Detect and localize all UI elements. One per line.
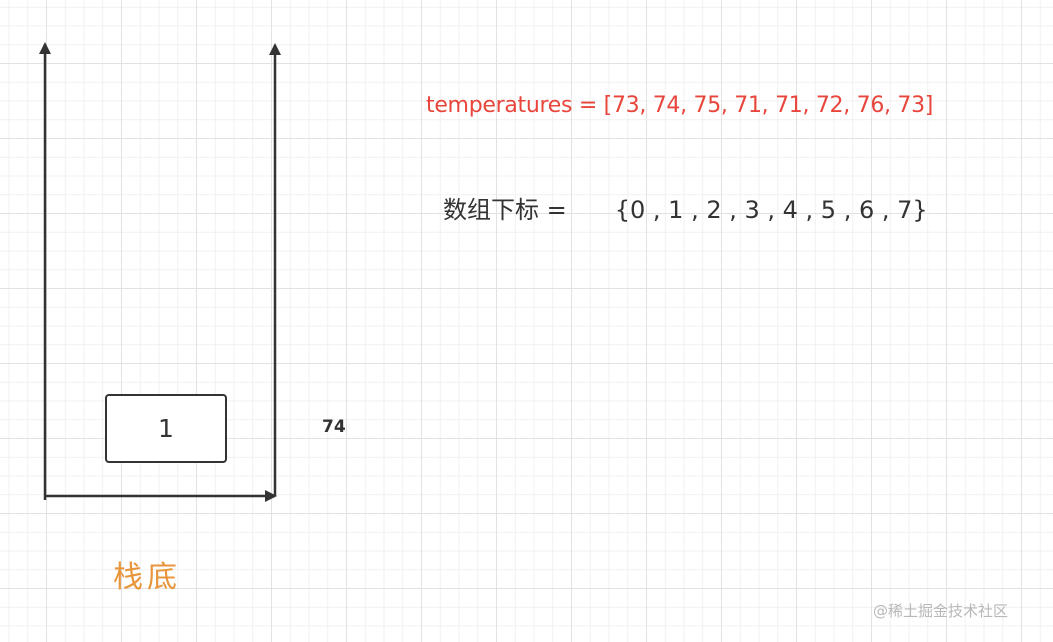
- stack-item-value: 1: [158, 414, 174, 443]
- array-index-prefix: 数组下标 =: [443, 196, 567, 224]
- array-index-values: {0 , 1 , 2 , 3 , 4 , 5 , 6 , 7}: [614, 196, 928, 224]
- stack-item: 1: [105, 394, 227, 463]
- temperatures-array-label: temperatures = [73, 74, 75, 71, 71, 72, …: [426, 93, 934, 118]
- watermark: @稀土掘金技术社区: [873, 602, 1009, 620]
- array-index-label: 数组下标 = {0 , 1 , 2 , 3 , 4 , 5 , 6 , 7}: [443, 190, 928, 225]
- current-temperature-label: 74: [322, 417, 346, 437]
- stack-bottom-label: 栈底: [113, 560, 181, 595]
